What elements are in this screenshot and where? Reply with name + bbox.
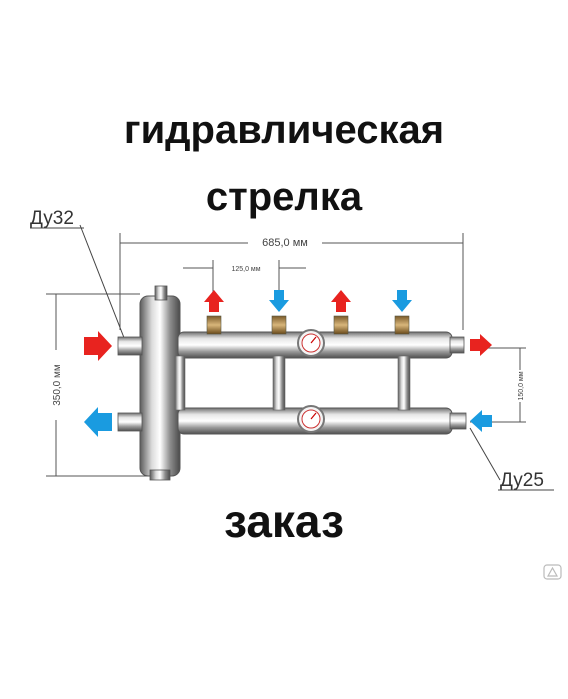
manifold-end-bottom [449, 412, 467, 430]
arrow-left-blue-icon [470, 410, 492, 432]
nozzle-2 [271, 315, 287, 335]
arrow-right-red-icon [84, 331, 112, 361]
branch-spacing-label: 150,0 мм [518, 371, 525, 400]
connector-2 [272, 355, 286, 411]
order-text: заказ [224, 495, 344, 547]
pipe-spacing-label: 125,0 мм [231, 266, 260, 273]
du25-label: Ду25 [500, 470, 544, 491]
inlet-stub-top [117, 336, 143, 356]
title-line-1: гидравлическая [123, 108, 445, 152]
title-line-2: стрелка [205, 175, 363, 219]
drain-plug [149, 469, 171, 481]
du25-leader [469, 427, 501, 481]
arrow-up-red-icon [204, 290, 224, 312]
nozzle-3 [333, 315, 349, 335]
total-width-label: 685,0 мм [262, 237, 308, 249]
arrow-right-red-icon [470, 334, 492, 356]
connector-3 [397, 355, 411, 411]
nozzle-4 [394, 315, 410, 335]
du32-leader [79, 224, 129, 349]
air-vent [154, 285, 168, 301]
arrow-down-blue-icon [392, 290, 412, 312]
arrow-down-blue-icon [269, 290, 289, 312]
du32-label: Ду32 [30, 208, 74, 229]
arrow-left-blue-icon [84, 407, 112, 437]
nozzle-1 [206, 315, 222, 335]
connector-1 [174, 355, 186, 411]
total-height-label: 350,0 мм [52, 364, 63, 406]
arrow-up-red-icon [331, 290, 351, 312]
manifold-end-top [449, 336, 465, 354]
outlet-stub-bottom [117, 412, 143, 432]
separator-column [139, 295, 181, 477]
thermometer-bottom [297, 405, 325, 433]
thermometer-top [297, 329, 325, 357]
watermark-logo-icon [543, 564, 562, 580]
